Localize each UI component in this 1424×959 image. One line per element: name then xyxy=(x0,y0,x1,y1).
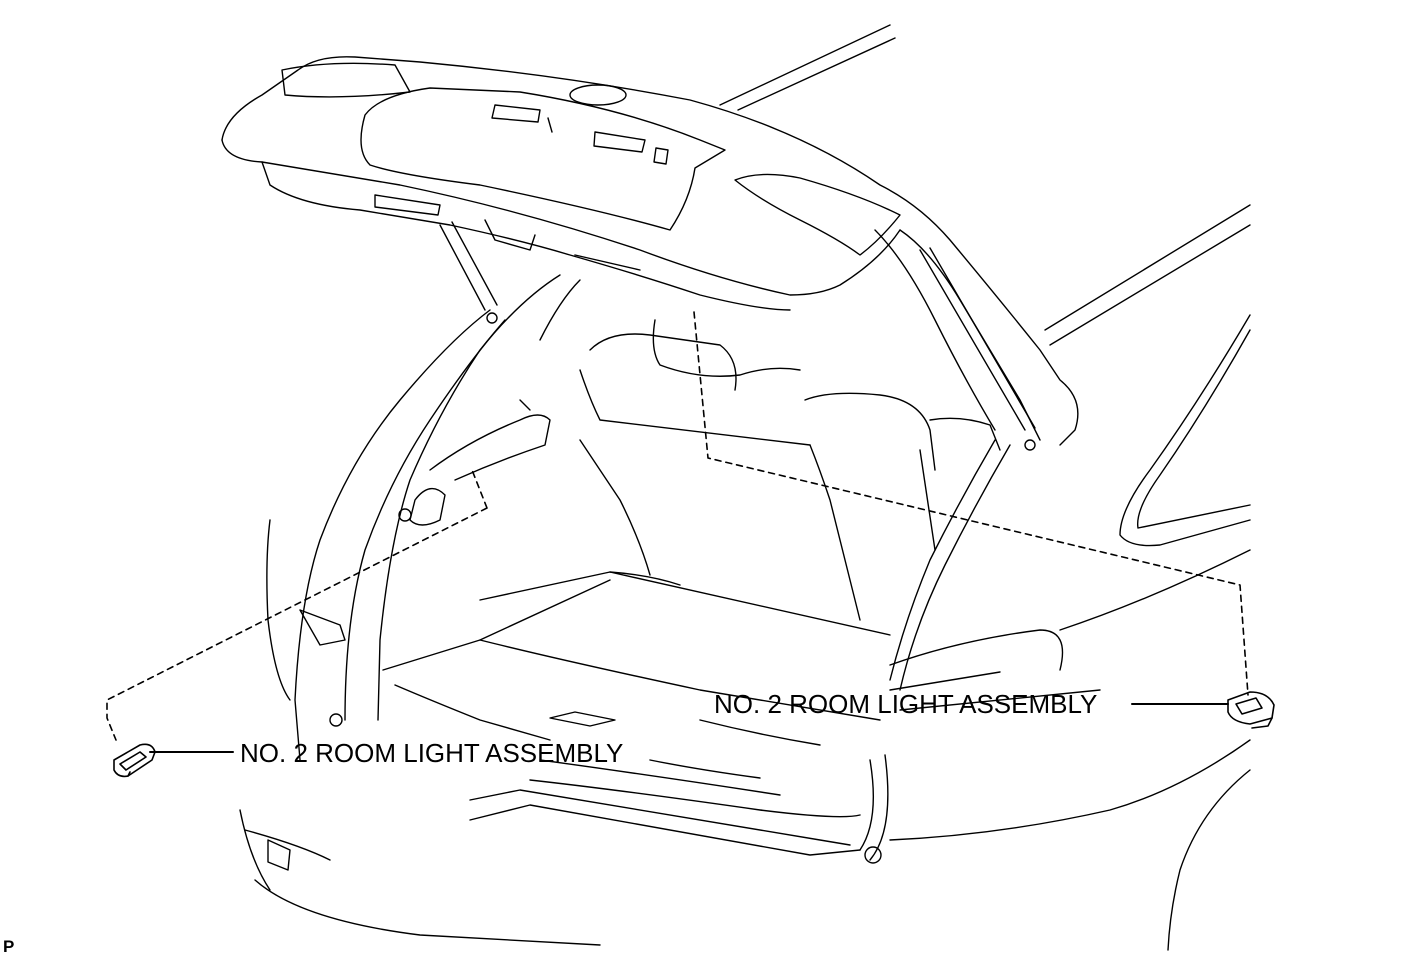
callout-lines xyxy=(149,703,1229,753)
lower-body xyxy=(239,519,1251,951)
leader-left xyxy=(106,469,488,741)
callout-label-right-room-light: NO. 2 ROOM LIGHT ASSEMBLY xyxy=(714,689,1098,719)
liftgate xyxy=(221,56,1079,451)
room-light-left xyxy=(113,743,156,778)
dashed-leader-lines xyxy=(106,311,1249,741)
cargo-area xyxy=(294,274,1011,761)
roof-lines xyxy=(719,24,1251,547)
callout-label-left-room-light: NO. 2 ROOM LIGHT ASSEMBLY xyxy=(240,738,624,768)
room-light-right xyxy=(1227,691,1275,729)
corner-mark: P xyxy=(3,937,15,956)
leader-right xyxy=(693,311,1249,696)
